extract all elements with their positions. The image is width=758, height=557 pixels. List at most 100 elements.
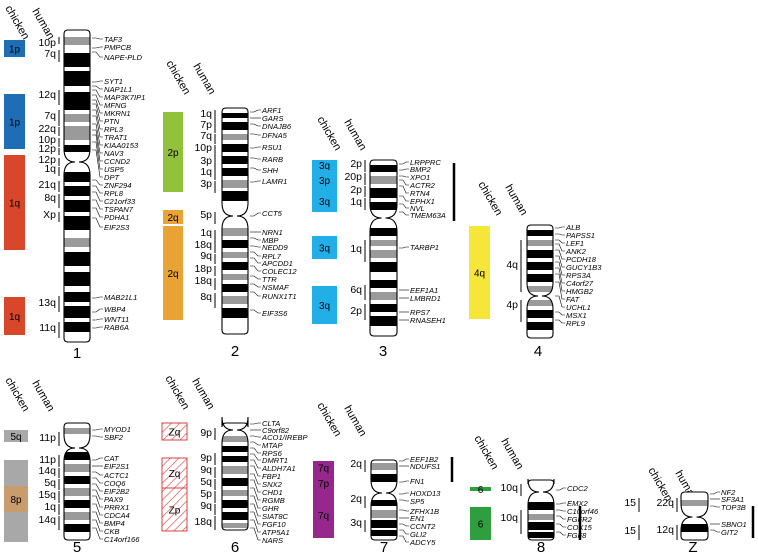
chromosome-band bbox=[64, 322, 90, 332]
human-arm-label: 10p bbox=[38, 37, 56, 49]
chromosome-2 bbox=[221, 107, 249, 335]
gene-label: NRN1 bbox=[262, 228, 283, 237]
gene-label: MAB21L1 bbox=[104, 293, 137, 302]
gene-marker bbox=[250, 519, 261, 533]
human-arm-label: 15 bbox=[624, 525, 636, 537]
human-arm-label: 5q bbox=[44, 477, 56, 489]
header-chicken: chicken bbox=[314, 401, 343, 439]
human-arm-label: 1q bbox=[350, 196, 362, 208]
chromosome-band bbox=[64, 145, 90, 152]
chromosome-band bbox=[527, 300, 553, 306]
human-arm-label: 5p bbox=[200, 209, 212, 221]
chromosome-band bbox=[222, 308, 248, 318]
chromosome-band bbox=[681, 524, 708, 532]
human-arm-label: 14q bbox=[38, 514, 56, 526]
chromosome-outline bbox=[221, 416, 249, 531]
gene-marker bbox=[92, 89, 103, 98]
gene-marker bbox=[92, 428, 103, 431]
human-arm-label: 3p bbox=[200, 178, 212, 190]
gene-label: CLTA bbox=[262, 419, 280, 428]
chromosome-band bbox=[528, 502, 554, 510]
chicken-block bbox=[163, 210, 183, 224]
gene-label: EN1 bbox=[410, 514, 425, 523]
gene-marker bbox=[399, 492, 409, 495]
human-arm-label: 15 bbox=[624, 497, 636, 509]
gene-marker bbox=[555, 261, 565, 276]
gene-marker bbox=[92, 199, 103, 210]
header-human: human bbox=[341, 118, 368, 153]
human-arm-label: 4p bbox=[506, 299, 518, 311]
chicken-block-label: 2p bbox=[167, 148, 179, 159]
gene-marker bbox=[92, 149, 103, 178]
gene-label: FBP1 bbox=[262, 472, 281, 481]
gene-label: BMP4 bbox=[104, 519, 125, 528]
gene-marker bbox=[250, 109, 261, 113]
chromosome-band bbox=[222, 478, 248, 486]
chromosome-outline bbox=[370, 459, 398, 541]
gene-label: RPL7 bbox=[262, 252, 282, 261]
chromosome-band bbox=[370, 240, 397, 246]
chromosome-outline bbox=[221, 107, 249, 335]
header-chicken: chicken bbox=[475, 180, 504, 218]
chromosome-number: Z bbox=[688, 539, 697, 556]
header-human: human bbox=[190, 62, 217, 97]
gene-label: LAMR1 bbox=[262, 177, 287, 186]
gene-marker bbox=[250, 291, 261, 297]
gene-label: MTAP bbox=[262, 441, 283, 450]
chromosome-band bbox=[64, 500, 90, 508]
gene-label: HOXD13 bbox=[410, 489, 441, 498]
gene-label: FGF8 bbox=[567, 531, 587, 540]
gene-marker bbox=[399, 535, 409, 543]
gene-marker bbox=[555, 273, 565, 292]
chromosome-band bbox=[222, 274, 248, 280]
chicken-block-label: 2q bbox=[167, 269, 178, 280]
gene-label: C9orf82 bbox=[262, 426, 290, 435]
header-chicken: chicken bbox=[471, 434, 500, 472]
chicken-block bbox=[161, 487, 188, 532]
chromosome-band bbox=[370, 228, 397, 236]
gene-marker bbox=[92, 141, 103, 170]
chromosome-band bbox=[527, 250, 553, 258]
gene-marker bbox=[555, 255, 565, 268]
header-chicken: chicken bbox=[2, 4, 31, 42]
human-arm-label: 2q bbox=[350, 458, 362, 470]
chromosome-band bbox=[527, 274, 553, 282]
chromosome-band bbox=[64, 452, 90, 460]
chromosome-band bbox=[681, 500, 708, 506]
gene-label: PAX9 bbox=[104, 495, 124, 504]
human-arm-label: 10q bbox=[500, 512, 518, 524]
chromosome-band bbox=[64, 71, 90, 86]
gene-marker bbox=[399, 246, 409, 249]
gene-label: MBP bbox=[262, 236, 279, 245]
gene-marker bbox=[92, 308, 103, 313]
chicken-block bbox=[313, 492, 334, 538]
gene-label: GLI2 bbox=[410, 530, 427, 539]
gene-label: ARF1 bbox=[261, 106, 281, 115]
gene-label: EIF2S3 bbox=[104, 223, 130, 232]
chicken-block bbox=[4, 430, 28, 442]
human-arm-label: 11p bbox=[39, 454, 56, 466]
chromosome-band bbox=[64, 272, 90, 286]
chicken-block-label: 7q bbox=[318, 464, 329, 475]
gene-label: CCNT2 bbox=[410, 522, 436, 531]
gene-label: EMX2 bbox=[567, 499, 588, 508]
gene-label: EEF1B2 bbox=[410, 455, 439, 464]
human-arm-label: 7q bbox=[44, 48, 56, 60]
chicken-block bbox=[4, 486, 28, 512]
gene-marker bbox=[92, 217, 103, 228]
human-arm-label: 10p bbox=[194, 142, 212, 154]
human-arm-label: 1q bbox=[44, 163, 56, 175]
gene-marker bbox=[92, 296, 103, 299]
human-arm-label: 8q bbox=[200, 291, 212, 303]
chromosome-band bbox=[370, 280, 397, 288]
chromosome-band bbox=[64, 114, 90, 122]
gene-label: BMP2 bbox=[410, 165, 431, 174]
header-human: human bbox=[29, 379, 56, 414]
chicken-block bbox=[312, 286, 337, 324]
chromosome-5 bbox=[63, 422, 91, 541]
gene-marker bbox=[92, 191, 103, 202]
gene-label: UCHL1 bbox=[566, 303, 591, 312]
chicken-block-label: 8p bbox=[10, 495, 22, 506]
gene-marker bbox=[399, 185, 409, 194]
chromosome-band bbox=[222, 512, 248, 520]
